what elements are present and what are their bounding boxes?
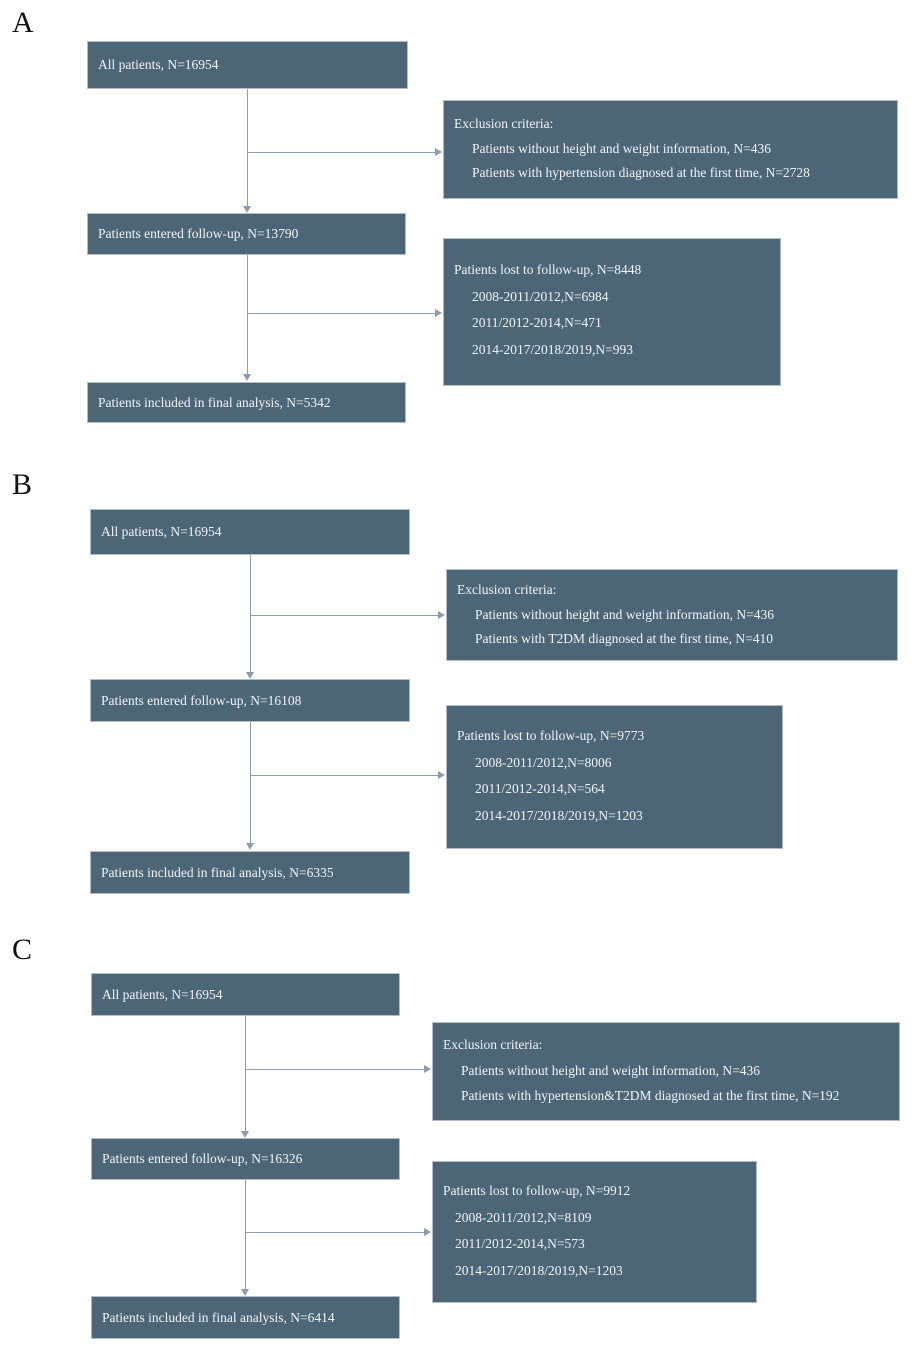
panel-a-arrow-down-1 bbox=[243, 206, 251, 213]
panel-c-entered-followup-box: Patients entered follow-up, N=16326 bbox=[91, 1138, 400, 1180]
panel-c-all-patients-label: All patients, N=16954 bbox=[102, 986, 223, 1002]
panel-b-arrow-right-2 bbox=[438, 771, 445, 779]
panel-c-lost-item-1: 2008-2011/2012,N=8109 bbox=[455, 1209, 592, 1225]
panel-a-entered-followup-box: Patients entered follow-up, N=13790 bbox=[87, 213, 406, 255]
panel-b-exclusion-item-2: Patients with T2DM diagnosed at the firs… bbox=[475, 631, 773, 646]
panel-b-lost-title: Patients lost to follow-up, N=9773 bbox=[457, 728, 645, 743]
panel-a-connector-horizontal-2 bbox=[247, 313, 435, 314]
panel-c-lost-item-3: 2014-2017/2018/2019,N=1203 bbox=[455, 1262, 623, 1278]
panel-a-arrow-right-2 bbox=[435, 309, 442, 317]
panel-b-connector-horizontal-1 bbox=[250, 615, 438, 616]
panel-a-connector-vertical-2 bbox=[247, 255, 248, 375]
panel-b-exclusion-item-1: Patients without height and weight infor… bbox=[475, 606, 774, 622]
panel-b-exclusion-box: Exclusion criteria: Patients without hei… bbox=[446, 569, 898, 661]
panel-c-arrow-down-2 bbox=[241, 1289, 249, 1296]
panel-b-lost-followup-box: Patients lost to follow-up, N=9773 2008-… bbox=[446, 705, 783, 849]
panel-a-connector-horizontal-1 bbox=[247, 152, 435, 153]
panel-a-exclusion-box: Exclusion criteria: Patients without hei… bbox=[443, 100, 898, 199]
panel-b-arrow-right-1 bbox=[438, 611, 445, 619]
panel-a-lost-followup-box: Patients lost to follow-up, N=8448 2008-… bbox=[443, 238, 781, 386]
panel-c-all-patients-box: All patients, N=16954 bbox=[91, 973, 400, 1016]
panel-c-entered-followup-label: Patients entered follow-up, N=16326 bbox=[102, 1151, 303, 1167]
panel-c-connector-vertical-1 bbox=[245, 1016, 246, 1132]
panel-a-lost-item-2: 2011/2012-2014,N=471 bbox=[472, 315, 602, 330]
panel-b-arrow-down-1 bbox=[246, 672, 254, 679]
panel-b-lost-item-2: 2011/2012-2014,N=564 bbox=[475, 781, 605, 796]
panel-a-exclusion-item-2: Patients with hypertension diagnosed at … bbox=[472, 165, 810, 180]
panel-c-connector-horizontal-1 bbox=[245, 1069, 424, 1070]
panel-b-exclusion-title: Exclusion criteria: bbox=[457, 582, 557, 597]
panel-c-lost-item-2: 2011/2012-2014,N=573 bbox=[455, 1236, 585, 1251]
panel-b-connector-vertical-2 bbox=[250, 722, 251, 844]
panel-letter-a: A bbox=[12, 6, 34, 39]
panel-c-connector-horizontal-2 bbox=[245, 1232, 424, 1233]
panel-a-final-analysis-box: Patients included in final analysis, N=5… bbox=[87, 382, 406, 423]
panel-a-entered-followup-label: Patients entered follow-up, N=13790 bbox=[98, 226, 299, 242]
panel-a-lost-title: Patients lost to follow-up, N=8448 bbox=[454, 262, 642, 277]
panel-b-final-analysis-box: Patients included in final analysis, N=6… bbox=[90, 851, 410, 894]
panel-letter-b: B bbox=[12, 468, 33, 501]
panel-b-lost-item-3: 2014-2017/2018/2019,N=1203 bbox=[475, 807, 643, 823]
panel-a-all-patients-box: All patients, N=16954 bbox=[87, 41, 408, 89]
panel-c-final-analysis-label: Patients included in final analysis, N=6… bbox=[102, 1309, 335, 1325]
panel-a-lost-item-1: 2008-2011/2012,N=6984 bbox=[472, 288, 609, 304]
panel-c-arrow-down-1 bbox=[241, 1131, 249, 1138]
panel-b-connector-vertical-1 bbox=[250, 555, 251, 673]
panel-letter-c: C bbox=[12, 933, 33, 966]
panel-c-lost-followup-box: Patients lost to follow-up, N=9912 2008-… bbox=[432, 1161, 757, 1303]
panel-a-connector-vertical-1 bbox=[247, 89, 248, 207]
panel-a-all-patients-label: All patients, N=16954 bbox=[98, 57, 219, 73]
panel-c-exclusion-title: Exclusion criteria: bbox=[443, 1037, 543, 1052]
panel-c-exclusion-item-1: Patients without height and weight infor… bbox=[461, 1062, 760, 1078]
panel-b-all-patients-box: All patients, N=16954 bbox=[90, 509, 410, 555]
panel-c-arrow-right-1 bbox=[424, 1065, 431, 1073]
panel-b-all-patients-label: All patients, N=16954 bbox=[101, 524, 222, 540]
panel-b-entered-followup-box: Patients entered follow-up, N=16108 bbox=[90, 679, 410, 722]
panel-c-exclusion-item-2: Patients with hypertension&T2DM diagnose… bbox=[461, 1088, 840, 1103]
panel-b-arrow-down-2 bbox=[246, 843, 254, 850]
panel-c-final-analysis-box: Patients included in final analysis, N=6… bbox=[91, 1296, 400, 1339]
panel-a-exclusion-item-1: Patients without height and weight infor… bbox=[472, 140, 771, 156]
panel-c-arrow-right-2 bbox=[424, 1228, 431, 1236]
panel-a-arrow-down-2 bbox=[243, 374, 251, 381]
panel-b-final-analysis-label: Patients included in final analysis, N=6… bbox=[101, 864, 334, 880]
panel-b-entered-followup-label: Patients entered follow-up, N=16108 bbox=[101, 692, 302, 708]
panel-b-lost-item-1: 2008-2011/2012,N=8006 bbox=[475, 754, 612, 770]
panel-a-exclusion-title: Exclusion criteria: bbox=[454, 116, 554, 131]
panel-a-lost-item-3: 2014-2017/2018/2019,N=993 bbox=[472, 341, 633, 357]
panel-c-lost-title: Patients lost to follow-up, N=9912 bbox=[443, 1183, 631, 1198]
panel-a-arrow-right-1 bbox=[435, 148, 442, 156]
panel-a-final-analysis-label: Patients included in final analysis, N=5… bbox=[98, 394, 331, 410]
panel-b-connector-horizontal-2 bbox=[250, 775, 438, 776]
panel-c-exclusion-box: Exclusion criteria: Patients without hei… bbox=[432, 1022, 900, 1121]
panel-c-connector-vertical-2 bbox=[245, 1180, 246, 1290]
